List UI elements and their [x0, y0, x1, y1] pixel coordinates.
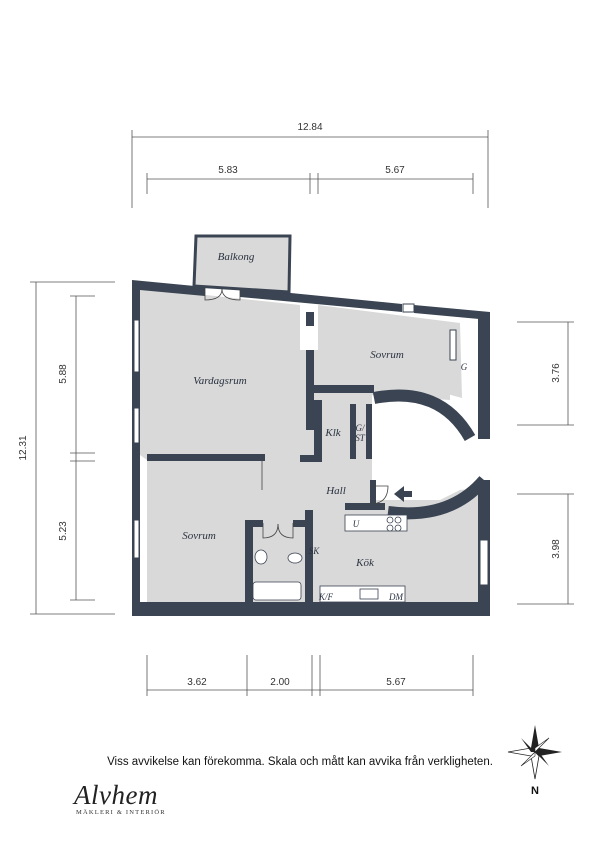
dim-right-upper: 3.76 — [551, 363, 562, 383]
label-kok: Kök — [355, 557, 375, 569]
stove-burner — [386, 524, 394, 532]
label-balkong: Balkong — [218, 251, 255, 263]
dim-bottom-right: 5.67 — [386, 677, 406, 688]
label-klk: Klk — [324, 427, 341, 439]
bathtub — [252, 581, 302, 601]
dim-top-total: 12.84 — [297, 122, 322, 133]
label-u: U — [353, 519, 360, 529]
disclaimer-text: Viss avvikelse kan förekomma. Skala och … — [107, 756, 493, 768]
label-g: G — [461, 362, 468, 372]
dim-left-upper: 5.88 — [58, 364, 69, 384]
label-hall: Hall — [325, 485, 346, 497]
compass-icon — [507, 725, 562, 780]
stove-burner — [386, 516, 394, 524]
floor-fills — [140, 288, 478, 602]
brand-logo: Alvhem MÄKLERI & INTERIÖR — [74, 780, 166, 816]
label-vardagsrum: Vardagsrum — [193, 375, 246, 387]
dim-left-lower: 5.23 — [58, 521, 69, 541]
kitchen-sink — [359, 588, 379, 600]
dim-right-lower: 3.98 — [551, 539, 562, 559]
label-dm: DM — [388, 592, 403, 602]
label-sovrum-lower: Sovrum — [182, 530, 216, 542]
toilet — [254, 549, 268, 565]
label-g-st-bottom: ST — [355, 433, 366, 443]
stove-burner — [394, 516, 402, 524]
fixtures — [252, 514, 408, 603]
doors — [204, 287, 389, 539]
label-sk: SK — [309, 546, 321, 556]
label-kf: K/F — [318, 592, 334, 602]
brand-subtitle: MÄKLERI & INTERIÖR — [76, 809, 166, 816]
dim-left-total: 12.31 — [18, 435, 29, 460]
windows — [133, 303, 489, 586]
stove-burner — [394, 524, 402, 532]
brand-name: Alvhem — [74, 780, 158, 810]
label-sovrum-upper: Sovrum — [370, 349, 404, 361]
balcony — [192, 234, 292, 294]
compass-north-label: N — [531, 785, 539, 797]
dim-top-left: 5.83 — [218, 165, 238, 176]
entrance-arrow-icon — [394, 486, 412, 502]
sink — [287, 552, 303, 564]
dim-top-right: 5.67 — [385, 165, 405, 176]
dimension-lines — [30, 130, 574, 696]
curved-walls — [372, 389, 489, 520]
dim-bottom-mid: 2.00 — [270, 677, 290, 688]
dim-bottom-left: 3.62 — [187, 677, 207, 688]
label-g-st-top: G/ — [356, 423, 366, 433]
